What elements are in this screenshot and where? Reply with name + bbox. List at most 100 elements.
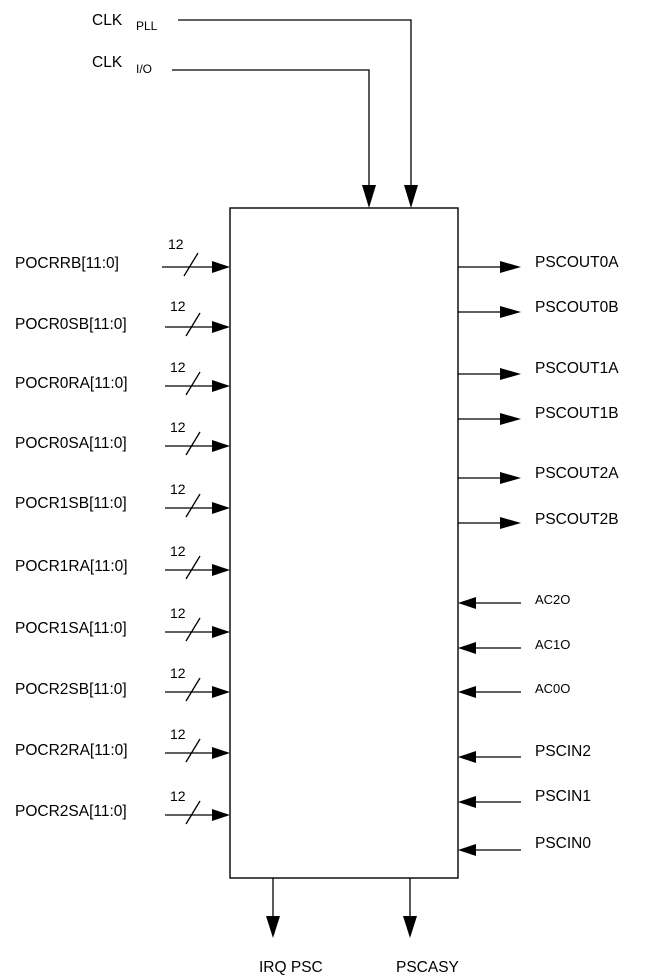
input-ac0o: AC0O (458, 681, 570, 698)
arrowhead (212, 380, 230, 392)
clock-input-pll: CLK PLL (92, 12, 418, 208)
bus-slash (185, 800, 201, 825)
bus-slash (185, 677, 201, 702)
input-label: PSCIN1 (535, 788, 591, 805)
input-label: POCRRB[11:0] (15, 255, 119, 272)
output-label: PSCOUT1B (535, 405, 619, 422)
arrowhead (212, 502, 230, 514)
arrowhead (212, 261, 230, 273)
arrowhead (500, 306, 521, 318)
input-label: POCR2SB[11:0] (15, 681, 127, 698)
bus-width-label: 12 (170, 788, 186, 804)
arrowhead (212, 626, 230, 638)
clock-pll-label: CLK (92, 12, 123, 29)
output-pscout2b: PSCOUT2B (458, 511, 619, 529)
input-label: PSCIN2 (535, 743, 591, 760)
bus-slash (185, 617, 201, 642)
bus-slash (185, 371, 201, 396)
input-pscin0: PSCIN0 (458, 835, 591, 856)
clock-io-subscript: I/O (136, 62, 152, 76)
register-inputs: POCRRB[11:0] 12 POCR0SB[11:0] 12 POCR0RA… (15, 236, 230, 825)
arrowhead (212, 809, 230, 821)
bus-width-label: 12 (170, 726, 186, 742)
input-pocr0ra: POCR0RA[11:0] 12 (15, 359, 230, 396)
arrowhead (212, 747, 230, 759)
input-pocr1sa: POCR1SA[11:0] 12 (15, 605, 230, 642)
input-pocrrb: POCRRB[11:0] 12 (15, 236, 230, 277)
arrowhead (458, 686, 476, 698)
input-pocr1ra: POCR1RA[11:0] 12 (15, 543, 230, 580)
output-pscasy: PSCASY (396, 878, 459, 976)
input-label: POCR2SA[11:0] (15, 803, 127, 820)
output-pscout2a: PSCOUT2A (458, 465, 619, 484)
input-label: POCR0RA[11:0] (15, 375, 128, 392)
clock-pll-arrowhead (404, 185, 418, 208)
bus-width-label: 12 (170, 605, 186, 621)
arrowhead (500, 261, 521, 273)
bus-slash (185, 493, 201, 518)
input-label: AC1O (535, 637, 570, 652)
input-label: POCR1RA[11:0] (15, 558, 128, 575)
input-label: AC2O (535, 592, 570, 607)
arrowhead (212, 321, 230, 333)
bus-slash (185, 312, 201, 337)
arrowhead (212, 564, 230, 576)
psc-block (229, 207, 459, 879)
input-label: POCR0SB[11:0] (15, 316, 127, 333)
output-label: PSCASY (396, 959, 459, 976)
output-label: PSCOUT2B (535, 511, 619, 528)
output-pscout1b: PSCOUT1B (458, 405, 619, 425)
arrowhead (403, 916, 417, 938)
bus-slash (185, 431, 201, 456)
bus-width-label: 12 (168, 236, 184, 252)
input-label: POCR0SA[11:0] (15, 435, 127, 452)
bus-width-label: 12 (170, 419, 186, 435)
clock-pll-subscript: PLL (136, 19, 158, 33)
bus-width-label: 12 (170, 298, 186, 314)
output-pscout0a: PSCOUT0A (458, 254, 619, 273)
arrowhead (500, 413, 521, 425)
arrowhead (458, 844, 476, 856)
input-label: PSCIN0 (535, 835, 591, 852)
input-ac2o: AC2O (458, 592, 570, 609)
clock-pll-wire (178, 19, 412, 185)
arrowhead (266, 916, 280, 938)
output-label: IRQ PSC (259, 959, 323, 976)
input-pscin1: PSCIN1 (458, 788, 591, 808)
input-pocr1sb: POCR1SB[11:0] 12 (15, 481, 230, 518)
output-label: PSCOUT1A (535, 360, 619, 377)
arrowhead (500, 517, 521, 529)
arrowhead (458, 751, 476, 763)
clock-input-io: CLK I/O (92, 54, 376, 208)
arrowhead (212, 686, 230, 698)
bus-slash (185, 555, 201, 580)
bus-slash (185, 738, 201, 763)
output-label: PSCOUT2A (535, 465, 619, 482)
input-ac1o: AC1O (458, 637, 570, 654)
input-label: POCR1SB[11:0] (15, 495, 127, 512)
output-label: PSCOUT0B (535, 299, 619, 316)
bus-width-label: 12 (170, 665, 186, 681)
input-label: POCR1SA[11:0] (15, 620, 127, 637)
output-pscout1a: PSCOUT1A (458, 360, 619, 380)
bus-slash (183, 252, 199, 277)
bus-width-label: 12 (170, 359, 186, 375)
bus-width-label: 12 (170, 481, 186, 497)
input-label: AC0O (535, 681, 570, 696)
pwm-outputs: PSCOUT0A PSCOUT0B PSCOUT1A PSCOUT1B PSCO… (458, 254, 619, 529)
comparator-inputs: AC2O AC1O AC0O (458, 592, 570, 698)
clock-io-arrowhead (362, 185, 376, 208)
output-pscout0b: PSCOUT0B (458, 299, 619, 318)
output-label: PSCOUT0A (535, 254, 619, 271)
clock-io-wire (172, 69, 370, 185)
input-pocr2sb: POCR2SB[11:0] 12 (15, 665, 230, 702)
clock-io-label: CLK (92, 54, 123, 71)
input-pscin2: PSCIN2 (458, 743, 591, 763)
bus-width-label: 12 (170, 543, 186, 559)
input-pocr0sa: POCR0SA[11:0] 12 (15, 419, 230, 456)
output-irq-psc: IRQ PSC (259, 878, 323, 976)
arrowhead (458, 796, 476, 808)
arrowhead (500, 368, 521, 380)
pscin-inputs: PSCIN2 PSCIN1 PSCIN0 (458, 743, 591, 856)
